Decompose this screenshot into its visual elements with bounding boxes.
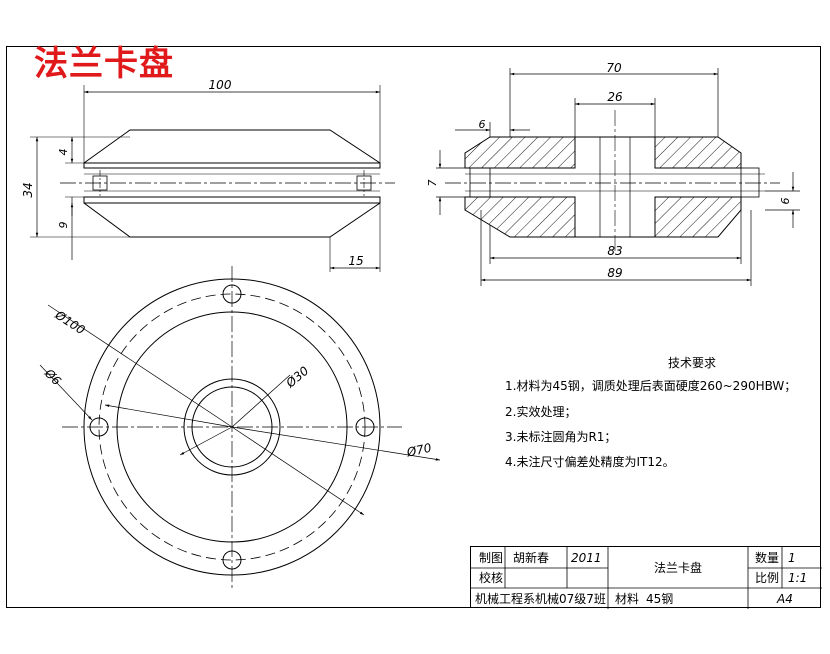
dim-26: 26 <box>607 90 623 104</box>
dim-15: 15 <box>348 254 363 268</box>
section-upper-right <box>654 136 742 169</box>
tech-item-3: 3.未标注圆角为R1； <box>505 430 617 444</box>
section-view <box>445 110 780 252</box>
tech-requirements-heading: 技术要求 <box>668 356 717 370</box>
drawing-title: 法兰卡盘 <box>34 44 174 84</box>
dim-70-section: 70 <box>606 61 622 75</box>
section-lower-left <box>464 196 576 238</box>
section-lower-right <box>654 196 742 238</box>
section-upper-left <box>464 136 576 169</box>
quantity-value: 1 <box>788 551 796 565</box>
drawer-name: 胡新春 <box>513 551 550 565</box>
top-view <box>62 266 402 590</box>
dim-7: 7 <box>426 180 439 187</box>
title-block-grid <box>471 547 822 609</box>
material-value: 45钢 <box>646 592 674 606</box>
scale-label: 比例 <box>755 571 780 585</box>
dim-100: 100 <box>209 78 232 92</box>
drawn-by-label: 制图 <box>479 551 504 565</box>
dim-34: 34 <box>21 182 35 197</box>
quantity-label: 数量 <box>755 551 780 565</box>
dim-phi6: Ø6 <box>41 365 64 388</box>
tech-item-4: 4.未注尺寸偏差处精度为IT12。 <box>505 455 675 469</box>
paper-size: A4 <box>777 592 793 606</box>
material-label: 材料 <box>615 592 640 606</box>
dim-phi30: Ø30 <box>283 363 312 390</box>
front-view <box>30 85 395 272</box>
front-view-dims <box>35 90 380 270</box>
section-view-dims <box>436 68 800 286</box>
dim-4: 4 <box>57 149 70 156</box>
drawing-year: 2011 <box>571 551 602 565</box>
dim-phi70: Ø70 <box>405 441 433 460</box>
dim-6-left: 6 <box>479 118 486 131</box>
tech-item-1: 1.材料为45钢，调质处理后表面硬度260~290HBW； <box>505 379 797 393</box>
department: 机械工程系机械07级7班 <box>475 592 606 606</box>
front-upper-body <box>83 129 381 169</box>
top-view-leaders <box>39 304 441 516</box>
part-name: 法兰卡盘 <box>654 561 703 575</box>
check-label: 校核 <box>479 571 504 585</box>
dim-6-right: 6 <box>779 198 792 205</box>
dim-83: 83 <box>607 244 622 258</box>
tech-item-2: 2.实效处理； <box>505 405 577 419</box>
dim-phi100: Ø100 <box>52 307 88 337</box>
dim-89: 89 <box>607 266 622 280</box>
drawing-frame <box>6 46 821 608</box>
scale-value: 1:1 <box>788 571 808 585</box>
title-block: 制图 胡新春 2011 校核 法兰卡盘 数量 1 比例 1:1 机械工程系机械0… <box>470 546 822 609</box>
dim-9: 9 <box>57 222 70 229</box>
